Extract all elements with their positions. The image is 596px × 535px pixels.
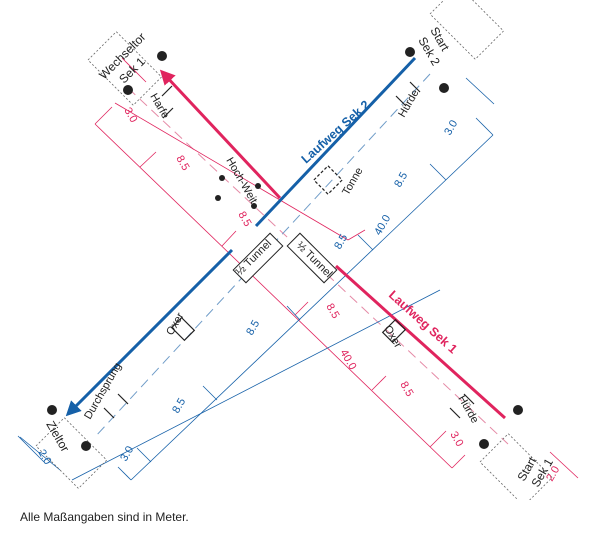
blue-dim-bot-30: 3.0: [118, 444, 136, 463]
oxer-right-label: Oxer: [381, 324, 403, 351]
blue-dim-400: 40.0: [372, 213, 393, 238]
red-dim-bot-85b: 8.5: [397, 380, 415, 399]
obstacle-labels: Harfe Hürde Hoch-Weit Tonne ½ Tunnel ½ T…: [82, 88, 481, 426]
obstacle-symbols: [103, 81, 475, 419]
gate-dims: [17, 57, 579, 479]
blue-dim-gate-20: 2.0: [35, 448, 53, 467]
harfe-label: Harfe: [147, 92, 171, 121]
footnote: Alle Maßangaben sind in Meter.: [20, 510, 189, 524]
route-red-lower: [334, 264, 507, 420]
red-dim-400: 40.0: [337, 348, 358, 373]
blue-dim-top-85b: 8.5: [332, 232, 350, 251]
durchsprung-label: Durchsprung: [82, 361, 124, 422]
red-dim-top-85b: 8.5: [235, 210, 253, 229]
blue-dim-top-30: 3.0: [442, 118, 460, 137]
red-dim-top-85a: 8.5: [173, 154, 191, 173]
red-dimension-lines: [94, 102, 466, 469]
blue-dim-top-85a: 8.5: [392, 170, 410, 189]
tonne-label: Tonne: [340, 166, 365, 198]
hochweit-marks: [215, 175, 261, 209]
blue-dim-bot-85a: 8.5: [244, 318, 262, 337]
route-blue-lower: [65, 248, 234, 417]
blue-dimension-lines: [19, 117, 494, 481]
hochweit-label: Hoch-Weit: [223, 156, 259, 206]
route-red-upper: [159, 69, 282, 200]
agility-course-diagram: Wechseltor Sek 1 Start Sek 2 Start Sek 1…: [17, 0, 579, 500]
blue-dim-bot-85b: 8.5: [170, 396, 188, 415]
route-blue-upper: [254, 56, 417, 228]
red-dim-bot-30: 3.0: [447, 430, 465, 449]
red-dim-bot-85a: 8.5: [323, 302, 341, 321]
huerde-top-label: Hürde: [396, 88, 421, 120]
tunnel-right-label: ½ Tunnel: [294, 240, 334, 280]
tunnel-boxes: [232, 232, 338, 284]
gate-posts: [47, 47, 523, 451]
huerde-bottom-label: Hürde: [455, 394, 480, 426]
route-blue-label: Laufweg Sek 2: [299, 98, 373, 167]
